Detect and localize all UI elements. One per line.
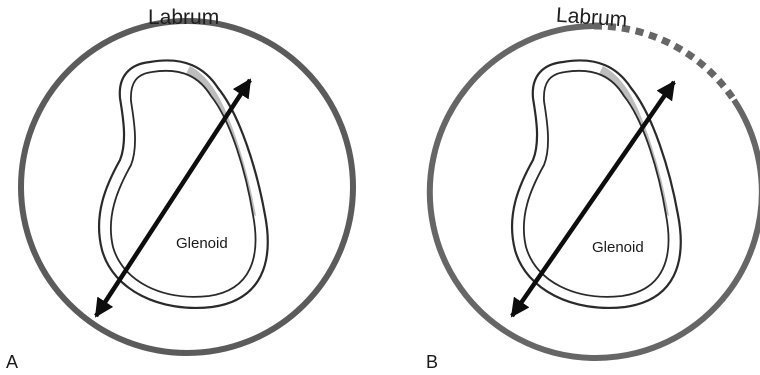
glenoid-label-a: Glenoid xyxy=(176,235,228,252)
labrum-label-a: Labrum xyxy=(148,6,219,29)
panel-letter-b: B xyxy=(426,352,438,372)
panel-letter-a: A xyxy=(6,352,18,372)
panel-a: Labrum Glenoid A xyxy=(6,6,353,372)
glenoid-b xyxy=(512,60,681,307)
panel-b: Labrum Glenoid B xyxy=(426,4,760,372)
glenoid-inner-outline-b xyxy=(524,71,669,297)
glenoid-label-b: Glenoid xyxy=(592,239,644,256)
